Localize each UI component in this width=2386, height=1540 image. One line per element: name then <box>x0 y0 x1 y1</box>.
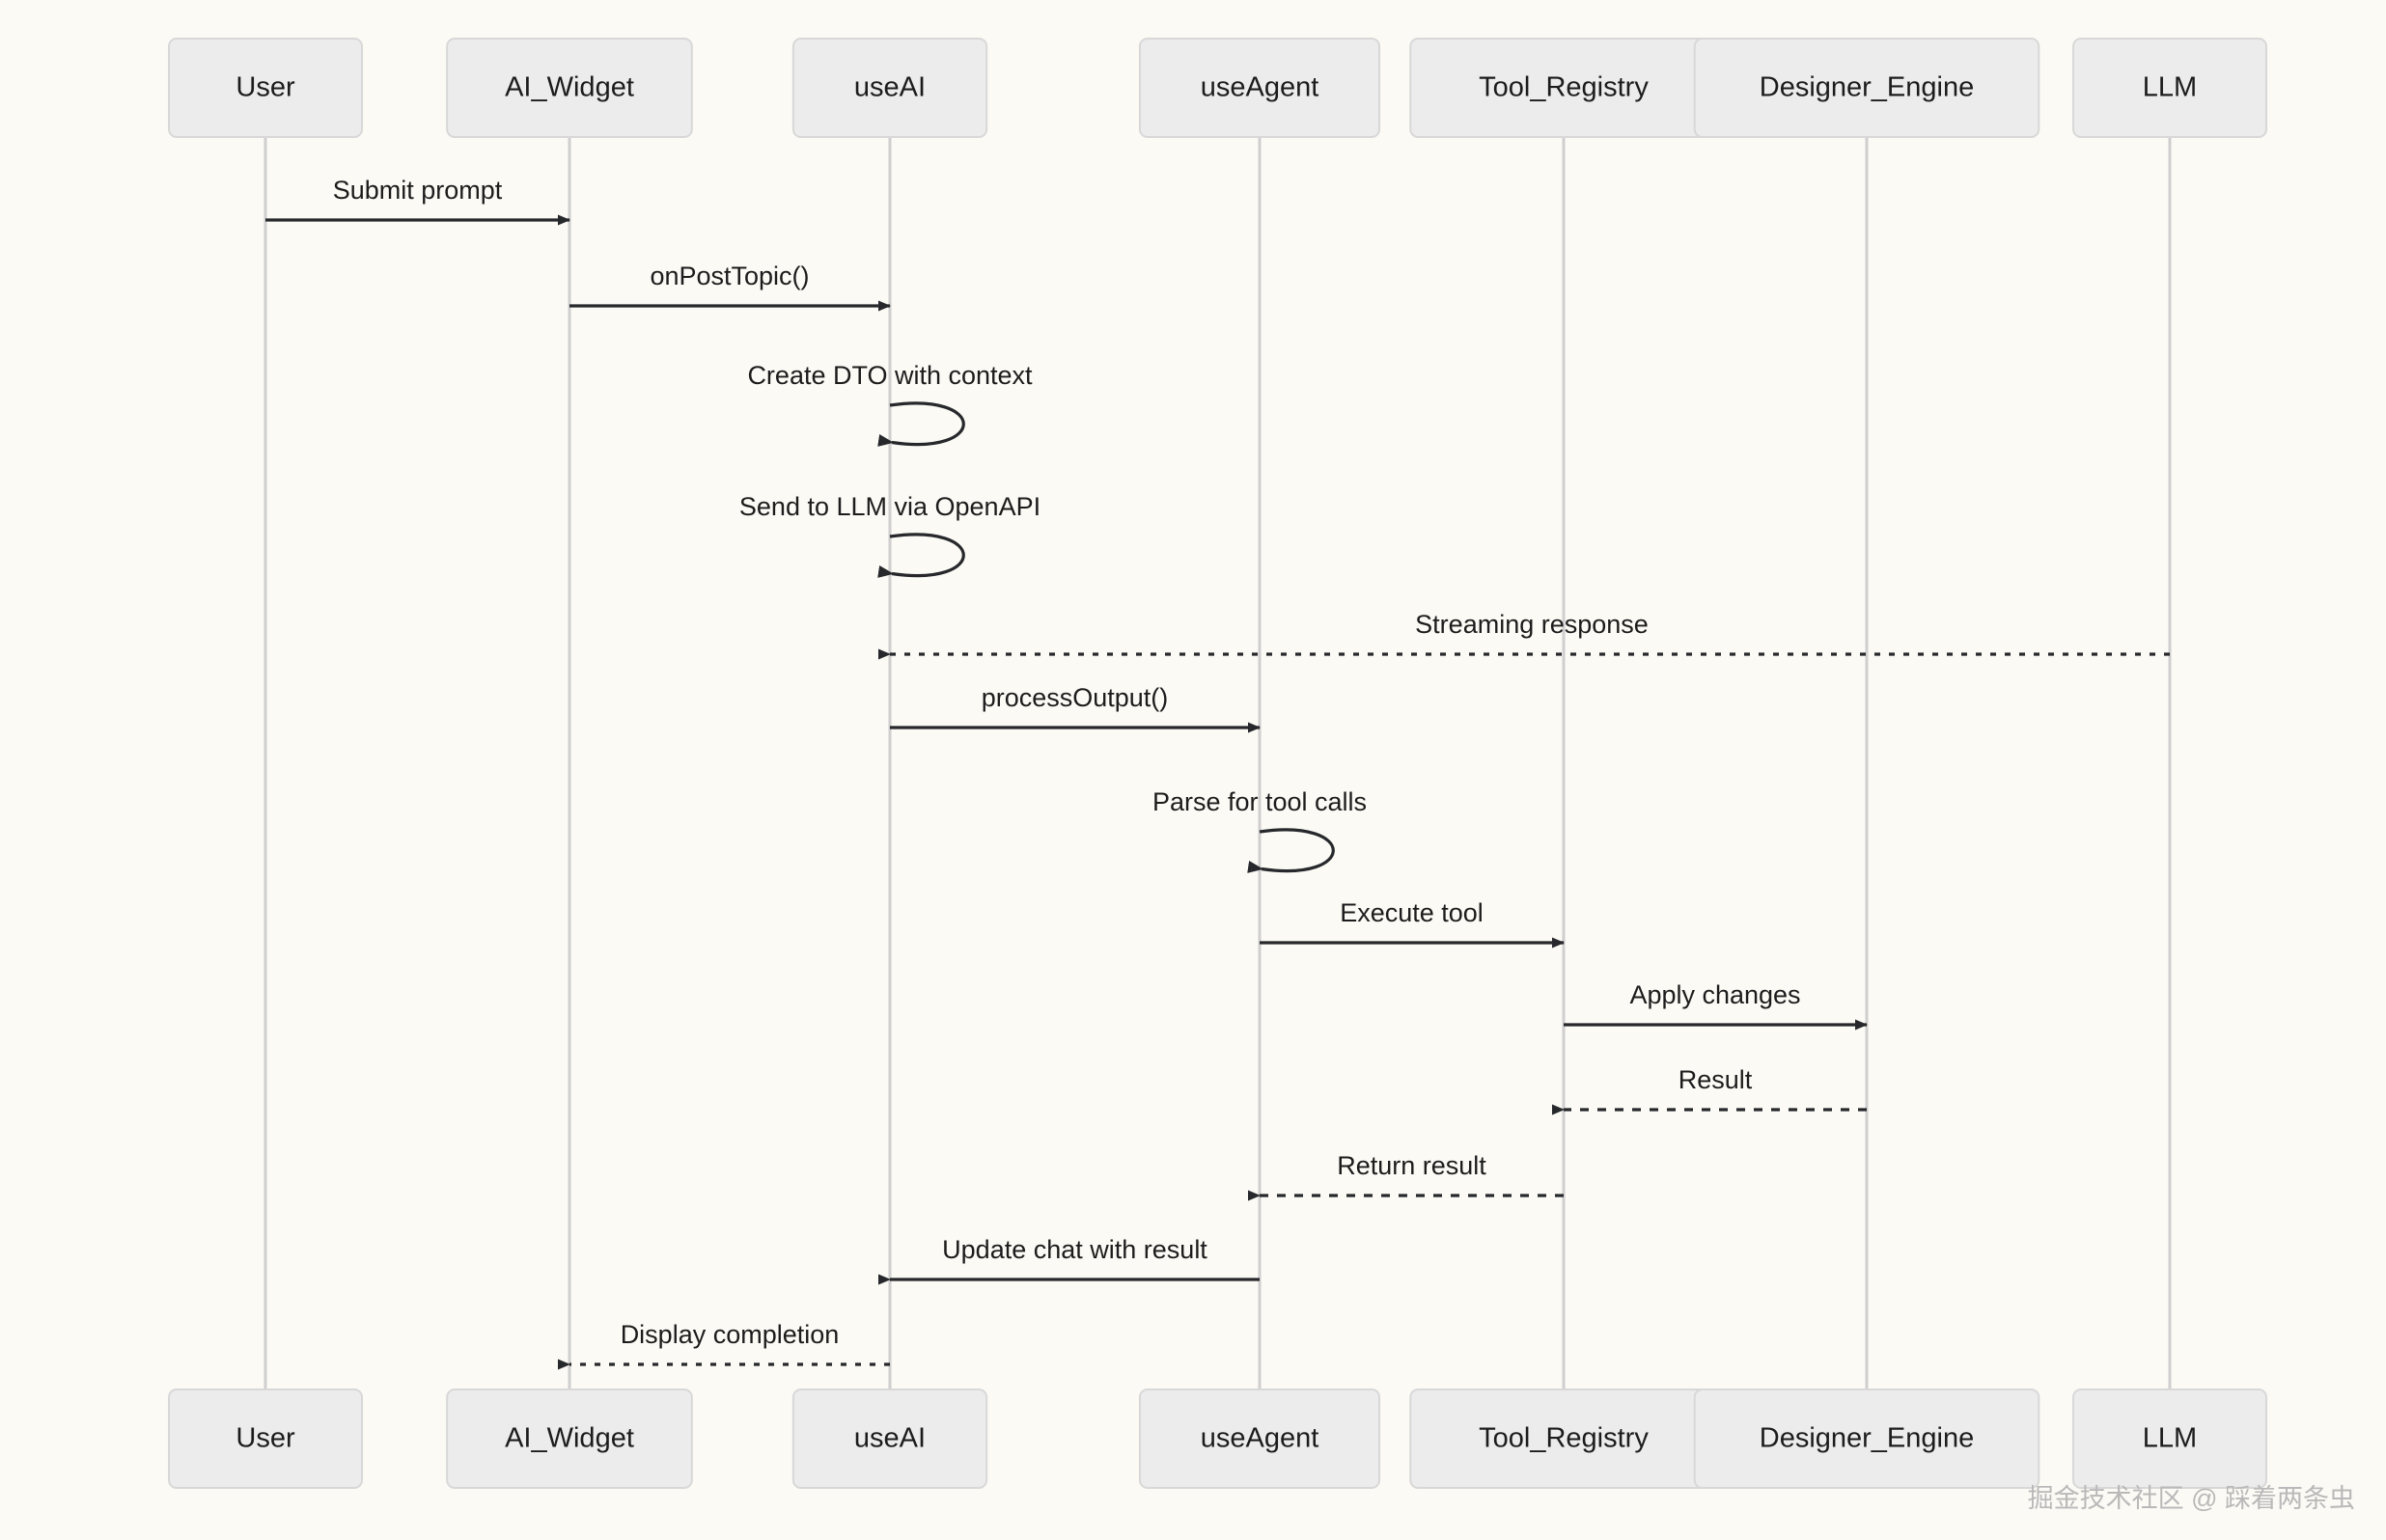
actor-label-llm: LLM <box>2143 72 2197 103</box>
message-m4: Send to LLM via OpenAPI <box>739 492 1040 578</box>
actor-label-use_ai: useAI <box>854 1423 926 1454</box>
actor-box-use_ai-top[interactable]: useAI <box>791 38 988 138</box>
actor-box-ai_widget-bottom[interactable]: AI_Widget <box>446 1389 693 1489</box>
message-label-m3: Create DTO with context <box>747 361 1033 390</box>
messages-layer: Submit prompt onPostTopic() Create DTO wit… <box>265 176 2170 1370</box>
actor-label-designer_engine: Designer_Engine <box>1760 1423 1974 1454</box>
actor-label-llm: LLM <box>2143 1423 2197 1454</box>
actor-boxes-top: User AI_Widget useAI useAgent Tool_Registry D… <box>168 38 2267 138</box>
actor-label-use_ai: useAI <box>854 72 926 103</box>
actor-box-designer_engine-top[interactable]: Designer_Engine <box>1693 38 2040 138</box>
watermark-label: 掘金技术社区 @ 踩着两条虫 <box>2028 1484 2355 1513</box>
actor-box-designer_engine-bottom[interactable]: Designer_Engine <box>1693 1389 2040 1489</box>
actor-label-tool_registry: Tool_Registry <box>1479 1423 1649 1454</box>
message-m3: Create DTO with context <box>747 361 1033 447</box>
actor-box-use_ai-bottom[interactable]: useAI <box>791 1389 988 1489</box>
message-m9: Apply changes <box>1564 980 1868 1031</box>
message-m13: Display completion <box>558 1320 890 1370</box>
message-label-m8: Execute tool <box>1340 898 1484 927</box>
message-m12: Update chat with result <box>878 1235 1260 1285</box>
actor-box-user-bottom[interactable]: User <box>168 1389 363 1489</box>
actor-boxes-bottom: User AI_Widget useAI useAgent Tool_Registry D… <box>168 1389 2267 1489</box>
actor-box-tool_registry-bottom[interactable]: Tool_Registry <box>1409 1389 1718 1489</box>
lifelines-layer <box>264 137 2172 1389</box>
message-m1: Submit prompt <box>265 176 570 226</box>
self-loop-path <box>1247 828 1335 873</box>
actor-label-use_agent: useAgent <box>1201 1423 1319 1454</box>
actor-label-ai_widget: AI_Widget <box>505 1423 634 1454</box>
actor-label-use_agent: useAgent <box>1201 72 1319 103</box>
message-m6: processOutput() <box>890 683 1261 733</box>
message-label-m11: Return result <box>1337 1151 1486 1180</box>
message-label-m5: Streaming response <box>1415 610 1649 639</box>
actor-box-llm-top[interactable]: LLM <box>2072 38 2267 138</box>
actor-label-tool_registry: Tool_Registry <box>1479 72 1649 103</box>
actor-label-user: User <box>236 72 295 103</box>
actor-box-ai_widget-top[interactable]: AI_Widget <box>446 38 693 138</box>
self-loop-path <box>877 533 965 578</box>
message-label-m9: Apply changes <box>1629 980 1800 1009</box>
message-m5: Streaming response <box>878 610 2170 660</box>
self-loop-path <box>877 401 965 447</box>
message-label-m6: processOutput() <box>982 683 1169 712</box>
message-m11: Return result <box>1248 1151 1564 1201</box>
message-label-m7: Parse for tool calls <box>1152 787 1367 816</box>
actor-label-ai_widget: AI_Widget <box>505 72 634 103</box>
message-label-m2: onPostTopic() <box>650 261 809 290</box>
message-m8: Execute tool <box>1260 898 1565 949</box>
message-label-m10: Result <box>1679 1065 1753 1094</box>
actor-label-user: User <box>236 1423 295 1454</box>
actor-box-llm-bottom[interactable]: LLM <box>2072 1389 2267 1489</box>
message-label-m12: Update chat with result <box>942 1235 1207 1264</box>
message-label-m4: Send to LLM via OpenAPI <box>739 492 1040 521</box>
actor-label-designer_engine: Designer_Engine <box>1760 72 1974 103</box>
message-m2: onPostTopic() <box>569 261 891 312</box>
actor-box-use_agent-bottom[interactable]: useAgent <box>1138 1389 1381 1489</box>
message-m10: Result <box>1552 1065 1867 1115</box>
actor-box-tool_registry-top[interactable]: Tool_Registry <box>1409 38 1718 138</box>
message-label-m13: Display completion <box>621 1320 840 1349</box>
actor-box-user-top[interactable]: User <box>168 38 363 138</box>
actor-box-use_agent-top[interactable]: useAgent <box>1138 38 1381 138</box>
message-m7: Parse for tool calls <box>1152 787 1367 873</box>
message-label-m1: Submit prompt <box>333 176 503 205</box>
